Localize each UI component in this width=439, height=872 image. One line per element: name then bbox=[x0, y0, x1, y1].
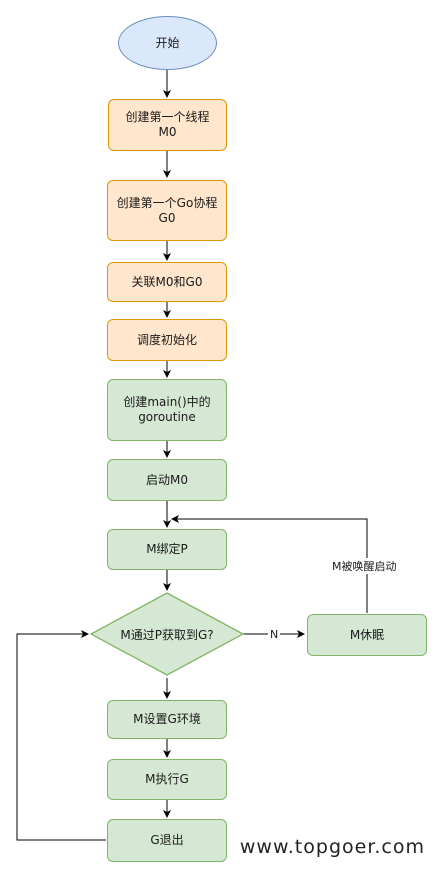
watermark-text: www.topgoer.com bbox=[239, 836, 425, 858]
setup-env-node: M设置G环境 bbox=[107, 700, 227, 739]
sched-init-node: 调度初始化 bbox=[107, 319, 227, 361]
create-main-node: 创建main()中的 goroutine bbox=[107, 379, 227, 441]
decision-label: M通过P获取到G? bbox=[120, 627, 214, 642]
edge-exit-loop bbox=[16, 630, 106, 841]
decision-diamond bbox=[89, 592, 245, 676]
sleep-node: M休眠 bbox=[307, 614, 427, 656]
edge-label-no: N bbox=[268, 628, 281, 641]
start-node: 开始 bbox=[118, 16, 217, 70]
start-m0-node: 启动M0 bbox=[107, 459, 227, 501]
bind-p-node: M绑定P bbox=[107, 529, 227, 570]
edge-label-wake: M被唤醒启动 bbox=[330, 558, 399, 574]
create-thread-node: 创建第一个线程 M0 bbox=[108, 99, 227, 151]
exec-g-node: M执行G bbox=[107, 759, 227, 800]
link-node: 关联M0和G0 bbox=[107, 262, 227, 302]
create-goroutine-node: 创建第一个Go协程 G0 bbox=[107, 180, 227, 241]
edge-sleep-to-bind bbox=[171, 515, 368, 613]
g-exit-node: G退出 bbox=[107, 819, 227, 862]
